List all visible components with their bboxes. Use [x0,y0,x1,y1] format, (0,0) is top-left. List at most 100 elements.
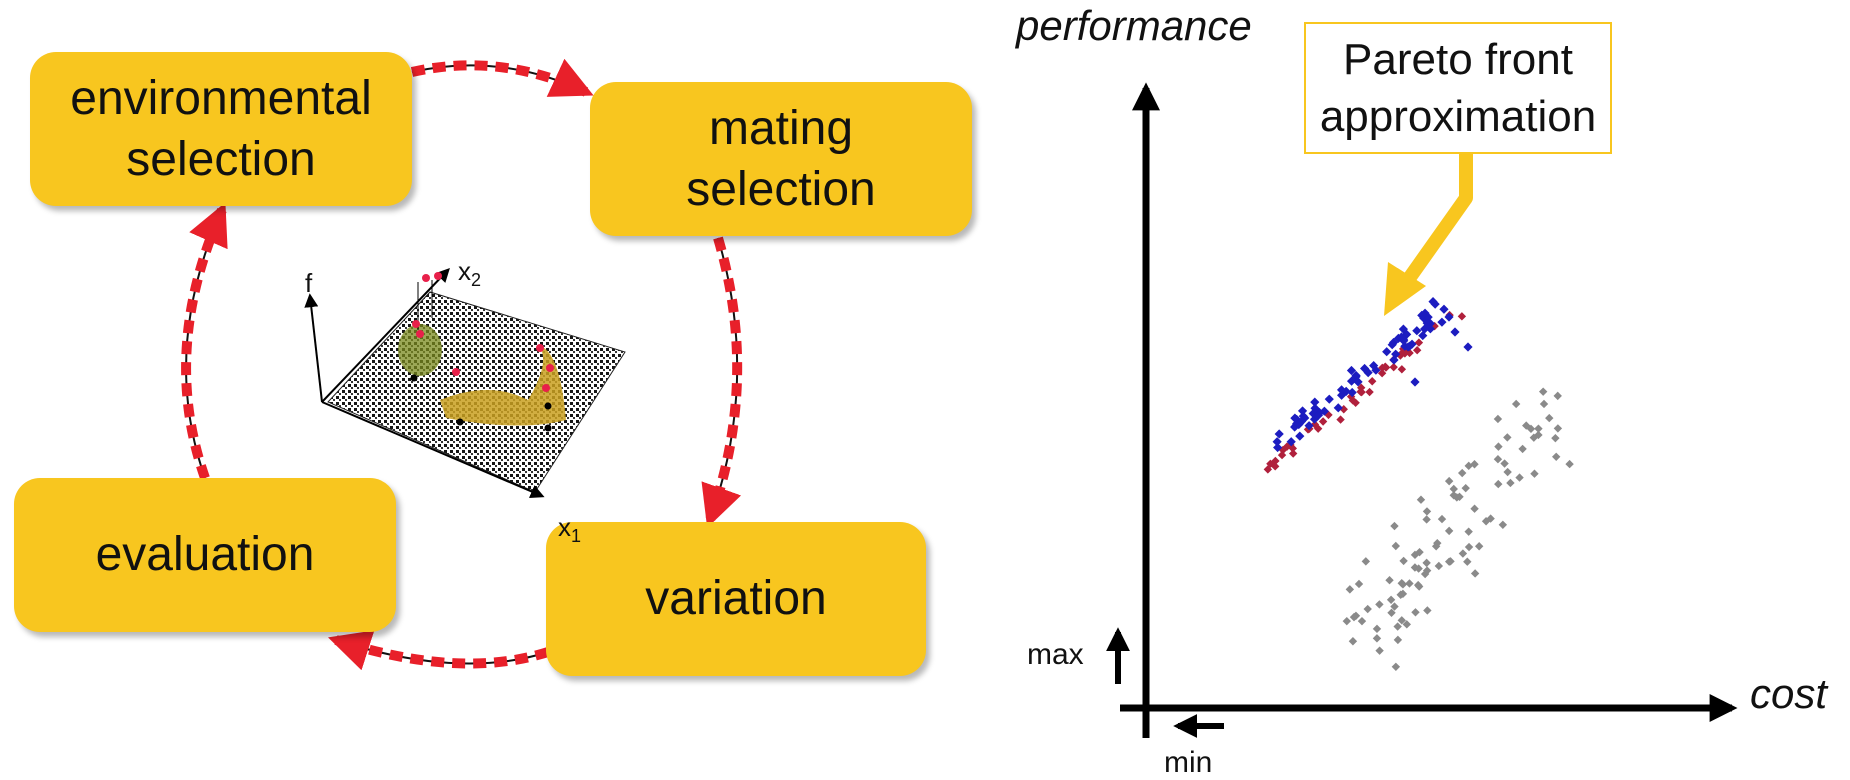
front-point-blue [1351,370,1361,381]
front-point-red [1397,365,1407,374]
dominated-point [1390,602,1399,611]
dominated-point [1357,616,1367,626]
dominated-point [1481,517,1491,526]
x2-subscript: 2 [471,270,482,291]
dominated-point [1486,514,1495,523]
landscape-x2-axis [321,267,450,403]
variation-label: variation [645,572,827,626]
front-point-blue [1444,312,1454,322]
front-point-blue [1297,406,1308,416]
dominated-point [1539,399,1549,409]
dominated-point [1413,580,1423,590]
dominated-point [1506,478,1515,488]
landscape-ridge-yellow [440,345,566,426]
dominated-point [1391,662,1401,671]
dominated-point [1464,527,1473,536]
dominated-point [1449,491,1458,500]
landscape-x1-axis [321,401,545,499]
dominated-point [1345,585,1355,594]
landscape-x1-label: x1 [558,512,582,547]
dominated-point [1464,461,1473,471]
front-point-red [1288,449,1298,458]
dominated-point [1551,433,1560,443]
dominated-point [1553,424,1563,433]
dominated-point [1354,579,1364,589]
front-point-blue [1423,312,1433,322]
front-point-red [1381,363,1391,372]
front-point-blue [1430,299,1440,309]
front-point-red [1377,368,1387,378]
dominated-point [1498,520,1508,529]
dominated-point [1393,635,1403,645]
front-point-blue [1272,437,1282,447]
front-point-blue [1382,347,1392,357]
front-point-blue [1437,317,1447,327]
dominated-point [1405,579,1414,588]
dominated-point [1375,646,1384,655]
dominated-point [1470,460,1479,469]
pareto-scatter [1263,297,1574,671]
dominated-point [1503,467,1512,477]
front-point-blue [1274,429,1284,439]
front-point-blue [1346,365,1357,376]
dominated-point [1500,459,1509,468]
dominated-point [1457,468,1467,478]
dominated-point [1529,433,1539,442]
front-point-blue [1310,397,1320,407]
front-point-blue [1463,342,1473,352]
variation-box: variation [546,522,926,676]
min-label: min [1164,746,1213,779]
dominated-point [1411,608,1420,617]
dominated-point [1494,442,1503,451]
dominated-point [1398,589,1408,599]
front-point-red [1368,377,1377,386]
dominated-point [1494,479,1503,489]
front-point-blue [1396,332,1407,342]
front-point-red [1277,450,1287,460]
front-point-blue [1290,413,1300,423]
front-point-red [1412,345,1422,355]
front-point-blue [1398,324,1408,334]
front-point-blue [1308,408,1318,419]
front-point-red [1282,442,1292,451]
landscape-red-points [412,272,554,392]
front-point-blue [1337,390,1347,400]
landscape-black-points [410,374,552,432]
dominated-point [1515,473,1524,482]
dominated-point [1433,538,1442,548]
dominated-point [1410,563,1420,572]
dominated-point [1511,399,1521,409]
fitness-landscape [304,267,626,499]
evaluation-label: evaluation [95,528,315,582]
front-point-blue [1389,355,1399,365]
front-point-blue [1428,297,1438,307]
front-point-blue [1295,431,1305,441]
front-point-red [1339,405,1348,414]
dominated-point [1391,541,1401,551]
dominated-point [1390,521,1399,531]
front-point-blue [1439,304,1449,314]
dominated-point [1402,620,1411,629]
dominated-point [1444,526,1454,536]
dominated-point [1342,616,1352,626]
mating-selection-box: mating selection [590,82,972,236]
front-point-red [1414,338,1424,347]
front-point-blue [1422,318,1432,328]
front-point-red [1400,349,1410,358]
pareto-front-callout-text: Pareto front approximation [1319,34,1597,141]
front-point-blue [1371,365,1381,375]
mating-selection-label: mating selection [686,101,876,216]
front-point-red [1271,456,1280,466]
dominated-point [1422,507,1432,516]
environmental-selection-label: environmental selection [70,71,372,186]
dominated-point [1470,569,1480,578]
dominated-point [1449,484,1458,494]
front-point-blue [1286,437,1296,447]
front-point-red [1357,387,1366,397]
front-point-blue [1346,376,1357,386]
front-point-blue [1324,394,1334,404]
dominated-point [1534,430,1543,440]
front-point-red [1318,417,1328,426]
dominated-point [1422,558,1431,568]
